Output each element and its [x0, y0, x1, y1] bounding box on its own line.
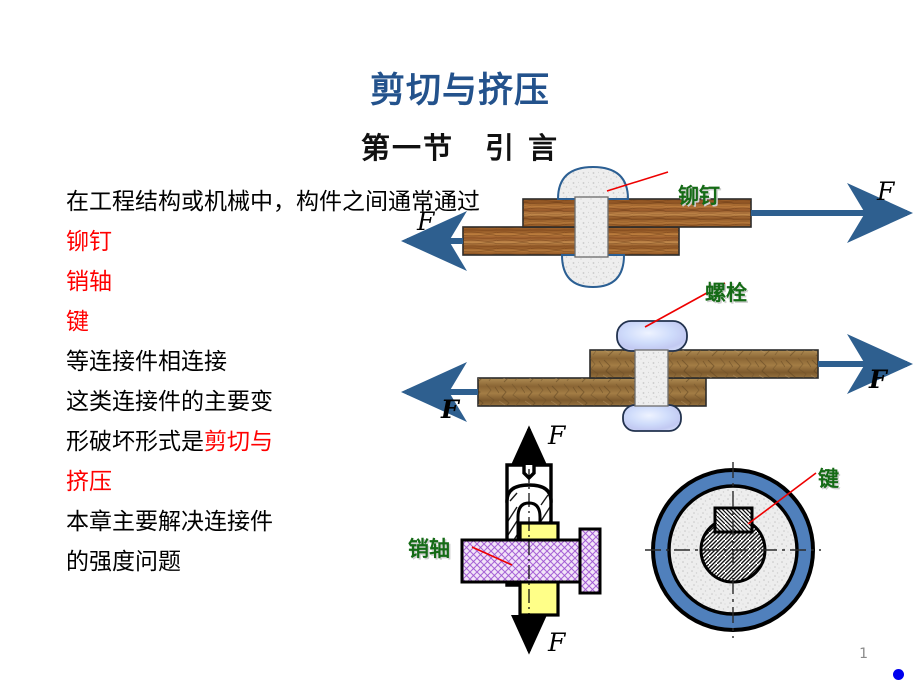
- key-svg: [645, 462, 821, 638]
- text-line-8: 挤压: [66, 469, 112, 495]
- bolt-diagram: F F: [395, 282, 920, 432]
- bolt-svg: [401, 282, 913, 432]
- key-diagram: [645, 452, 835, 647]
- text-line-5: 等连接件相连接: [66, 349, 227, 375]
- text-line-2: 铆钉: [66, 229, 112, 255]
- rivet-force-label-left: F: [417, 207, 435, 236]
- rivet-lower-plate: [462, 226, 680, 256]
- pin-force-label-top: F: [548, 421, 566, 450]
- page-title: 剪切与挤压: [369, 70, 550, 111]
- rivet-svg: [401, 165, 913, 289]
- rivet-label: 铆钉: [678, 184, 720, 208]
- rivet-fastener: [556, 165, 630, 289]
- pin-force-label-bottom: F: [548, 628, 566, 657]
- page-number: 1: [859, 646, 868, 662]
- pin-shaft-pin: [460, 527, 602, 595]
- text-line-1: 在工程结构或机械中，构件之间通常通过: [66, 189, 480, 215]
- key-leader-line: [747, 472, 817, 525]
- bolt-lower-plate: [477, 377, 707, 407]
- bolt-fastener: [616, 320, 688, 432]
- pin-svg: [460, 425, 602, 655]
- text-line-7-head: 形破坏形式是: [66, 429, 204, 455]
- text-line-6: 这类连接件的主要变: [66, 389, 273, 415]
- section-subtitle: 第一节 引 言: [360, 131, 560, 165]
- text-line-7-tail: 剪切与: [204, 429, 273, 455]
- rivet-force-label-right: F: [877, 177, 895, 206]
- text-line-9: 本章主要解决连接件: [66, 509, 273, 535]
- text-line-4: 键: [66, 309, 89, 335]
- pin-label: 销轴: [408, 537, 450, 561]
- bolt-label: 螺栓: [705, 281, 747, 305]
- key-label: 键: [818, 467, 839, 491]
- bolt-force-label-left: F: [441, 395, 459, 424]
- key-center-lines: [645, 462, 821, 638]
- rivet-upper-plate: [522, 198, 752, 228]
- slide-marker-dot: [893, 669, 904, 680]
- body-text-block: 在工程结构或机械中，构件之间通常通过 铆钉 销轴 键 等连接件相连接 这类连接件…: [66, 182, 480, 582]
- text-line-3: 销轴: [66, 269, 112, 295]
- pin-leader-line: [471, 546, 513, 566]
- text-line-7: 形破坏形式是剪切与: [66, 422, 396, 462]
- bolt-leader-line: [644, 282, 726, 328]
- pin-diagram: F F: [400, 421, 650, 665]
- bolt-upper-plate: [589, 349, 819, 379]
- rivet-leader-line: [606, 171, 669, 192]
- rivet-diagram: F F: [395, 165, 920, 300]
- bolt-force-label-right: F: [869, 365, 887, 394]
- text-line-10: 的强度问题: [66, 549, 181, 575]
